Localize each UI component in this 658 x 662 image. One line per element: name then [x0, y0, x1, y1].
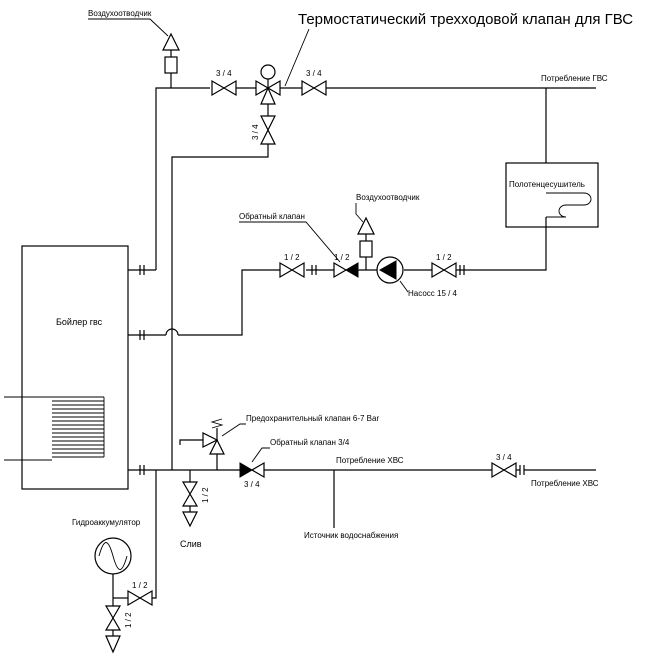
valve-top-left[interactable] — [211, 79, 237, 97]
valve-mid-left-size: 1 / 2 — [284, 253, 300, 262]
drain-valve[interactable] — [181, 481, 199, 528]
valve-bottom-right-size: 3 / 4 — [496, 453, 512, 462]
thermostatic-three-way-valve[interactable] — [255, 64, 281, 105]
drain-valve-size: 1 / 2 — [201, 487, 210, 503]
check-valve-top-leader — [239, 221, 341, 263]
circulation-pump[interactable] — [376, 256, 404, 284]
pump-leader — [399, 280, 409, 293]
title-leader — [284, 28, 310, 87]
check-valve-mid[interactable] — [333, 261, 359, 279]
drain-label: Слив — [180, 539, 202, 549]
valve-accumulator-vertical[interactable] — [104, 605, 122, 654]
valve-top-vertical-size: 3 / 4 — [251, 124, 260, 140]
water-source-label: Источник водоснабжения — [304, 531, 398, 540]
cold-consumption-1-label: Потребление ХВС — [336, 456, 404, 465]
boiler-tank — [21, 245, 129, 490]
valve-top-right-size: 3 / 4 — [306, 69, 322, 78]
safety-valve-leader — [221, 423, 246, 437]
safety-valve[interactable] — [202, 418, 225, 470]
union-bottom-right — [519, 465, 525, 475]
return-circulation-pipe — [171, 144, 269, 470]
boiler-return-inlet-union — [128, 330, 166, 340]
accumulator-label: Гидроаккумулятор — [72, 518, 141, 527]
hydro-accumulator — [94, 537, 132, 606]
air-vent-top — [162, 32, 180, 88]
safety-valve-label: Предохранительный клапан 6-7 Bar — [246, 414, 379, 423]
valve-top-left-size: 3 / 4 — [216, 69, 232, 78]
check-valve-mid-size: 1 / 2 — [334, 253, 350, 262]
towel-dryer-coil — [546, 192, 592, 218]
boiler-heating-coil — [4, 396, 105, 461]
safety-valve-discharge — [179, 439, 203, 445]
valve-acc-h-size: 1 / 2 — [132, 581, 148, 590]
pipe-crossover — [165, 328, 179, 336]
valve-acc-v-size: 1 / 2 — [124, 612, 133, 628]
cold-consumption-2-label: Потребление ХВС — [531, 479, 599, 488]
return-to-boiler-pipe — [178, 269, 280, 336]
boiler-hot-outlet-union — [128, 265, 156, 275]
towel-dryer-label: Полотенцесушитель — [509, 180, 585, 189]
hot-consumption-label: Потребление ГВС — [541, 74, 608, 83]
valve-mid-left[interactable] — [279, 261, 305, 279]
air-vent-top-leader — [88, 18, 169, 37]
accumulator-pipe — [152, 470, 157, 599]
valve-top-vertical[interactable] — [260, 115, 276, 145]
valve-bottom-right[interactable] — [491, 461, 517, 479]
towel-dryer-return-pipe — [460, 217, 547, 271]
boiler-cold-inlet-union — [128, 465, 172, 475]
diagram-title: Термостатический трехходовой клапан для … — [298, 11, 633, 28]
air-vent-mid-label: Воздухоотводчик — [356, 193, 420, 202]
check-valve-bottom[interactable] — [239, 461, 265, 479]
check-valve-top-label: Обратный клапан — [239, 212, 305, 221]
valve-top-right[interactable] — [301, 79, 327, 97]
hot-riser-pipe — [155, 87, 210, 270]
check-valve-bottom-size: 3 / 4 — [244, 480, 260, 489]
pump-label: Насосс 15 / 4 — [408, 289, 458, 298]
check-valve-bottom-leader — [251, 447, 270, 463]
towel-dryer — [505, 162, 599, 228]
air-vent-mid — [357, 216, 375, 270]
boiler-label: Бойлер гвс — [56, 317, 103, 327]
valve-mid-right-size: 1 / 2 — [436, 253, 452, 262]
air-vent-mid-leader — [355, 203, 364, 223]
valve-accumulator-horizontal[interactable] — [127, 589, 153, 607]
air-vent-top-label: Воздухоотводчик — [88, 9, 152, 18]
check-valve-bottom-label: Обратный клапан 3/4 — [270, 438, 350, 447]
valve-mid-right[interactable] — [431, 261, 457, 279]
